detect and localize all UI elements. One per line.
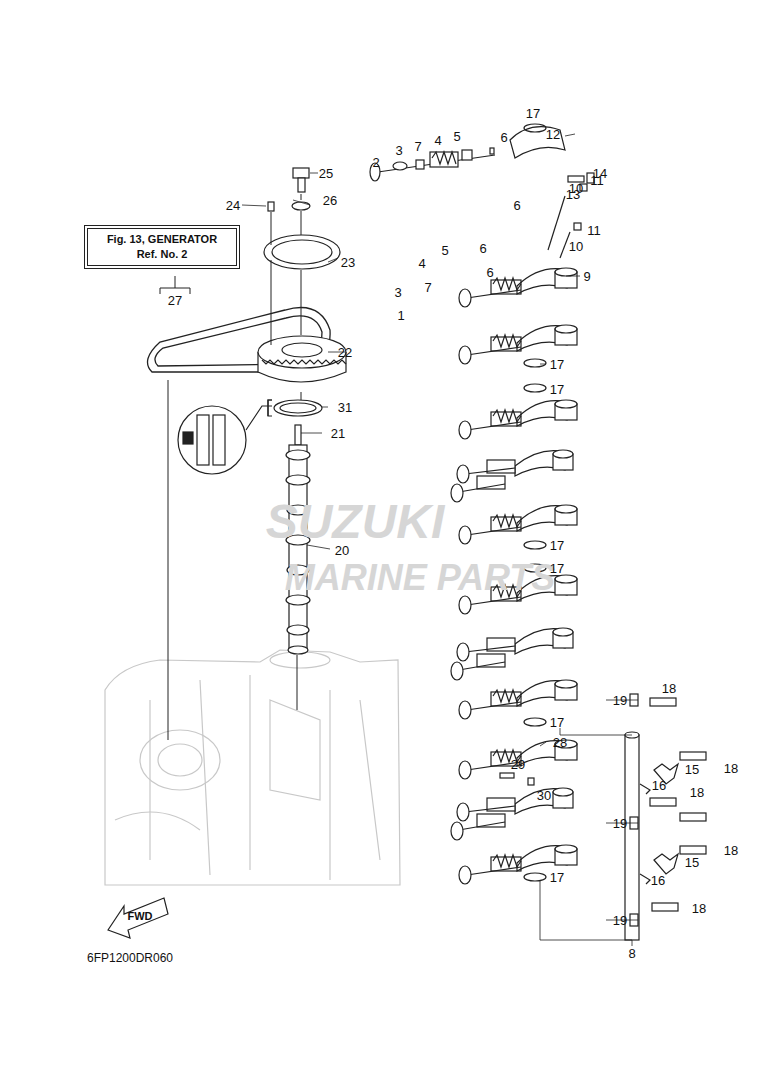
callout-number: 2	[372, 156, 379, 169]
watermark: MARINE PARTS	[285, 560, 556, 596]
callout-number: 7	[424, 281, 431, 294]
callout-number: 7	[414, 140, 421, 153]
callout-number: 5	[453, 130, 460, 143]
callout-number: 4	[434, 134, 441, 147]
callout-number: 21	[331, 427, 345, 440]
sealant-icon	[178, 400, 272, 474]
callout-number: 24	[226, 199, 240, 212]
bracket	[160, 276, 190, 294]
callout-number: 17	[550, 539, 564, 552]
shim	[524, 124, 546, 881]
callout-number: 6	[486, 266, 493, 279]
callout-number: 22	[338, 346, 352, 359]
rocker-arm	[459, 400, 577, 439]
callout-number: 6	[500, 131, 507, 144]
callout-number: 25	[319, 167, 333, 180]
engine-block	[105, 650, 400, 885]
callout-number: 6	[513, 199, 520, 212]
callout-number: 29	[511, 758, 525, 771]
callout-number: 1	[397, 309, 404, 322]
callout-number: 11	[587, 224, 601, 237]
callout-number: 11	[590, 174, 604, 187]
callout-number: 17	[550, 716, 564, 729]
rocker-arm	[451, 628, 573, 680]
rocker-arm	[459, 845, 577, 884]
callout-number: 5	[441, 244, 448, 257]
watermark: SUZUKI	[266, 498, 445, 546]
oil-seal	[268, 400, 322, 416]
rocker-arm	[459, 680, 577, 719]
note: 6FP1200DR060	[87, 952, 173, 964]
callout-number: 17	[550, 562, 564, 575]
callout-number: 3	[394, 286, 401, 299]
callout-number: 18	[692, 902, 706, 915]
sensor-plate	[264, 235, 340, 269]
reference-box: Fig. 13, GENERATOR Ref. No. 2	[87, 228, 237, 266]
callout-number: 26	[323, 194, 337, 207]
callout-number: 4	[418, 257, 425, 270]
note: FWD	[127, 911, 152, 922]
callout-number: 10	[569, 240, 583, 253]
callout-number: 18	[724, 844, 738, 857]
callout-number: 10	[569, 182, 583, 195]
callout-number: 18	[662, 682, 676, 695]
callout-number: 17	[526, 107, 540, 120]
callout-number: 16	[652, 779, 666, 792]
callout-number: 16	[651, 874, 665, 887]
callout-number: 19	[613, 694, 627, 707]
callout-number: 3	[395, 144, 402, 157]
rocker-shaft	[625, 694, 706, 940]
callout-number: 19	[613, 914, 627, 927]
callout-number: 17	[550, 871, 564, 884]
valve-assembly	[370, 127, 594, 183]
callout-number: 6	[479, 242, 486, 255]
callout-number: 27	[168, 294, 182, 307]
callout-number: 12	[546, 128, 560, 141]
callout-number: 8	[628, 947, 635, 960]
pin	[500, 184, 587, 785]
leader-line	[242, 134, 638, 946]
callout-number: 28	[553, 736, 567, 749]
callout-number: 9	[583, 270, 590, 283]
callout-number: 31	[338, 401, 352, 414]
bolt-washer	[268, 168, 310, 211]
callout-number: 18	[724, 762, 738, 775]
callout-number: 30	[537, 789, 551, 802]
callout-number: 19	[613, 817, 627, 830]
rocker-arm	[459, 268, 577, 307]
rocker-arm	[451, 788, 573, 840]
callout-number: 18	[690, 786, 704, 799]
fwd-arrow	[108, 898, 168, 938]
callout-number: 23	[341, 256, 355, 269]
callout-number: 15	[685, 763, 699, 776]
callout-number: 20	[335, 544, 349, 557]
callout-number: 15	[685, 856, 699, 869]
callout-number: 17	[550, 383, 564, 396]
rocker-arm	[451, 450, 573, 502]
callout-number: 17	[550, 358, 564, 371]
reference-text: Fig. 13, GENERATOR Ref. No. 2	[96, 232, 228, 262]
assembly-line	[168, 194, 301, 740]
